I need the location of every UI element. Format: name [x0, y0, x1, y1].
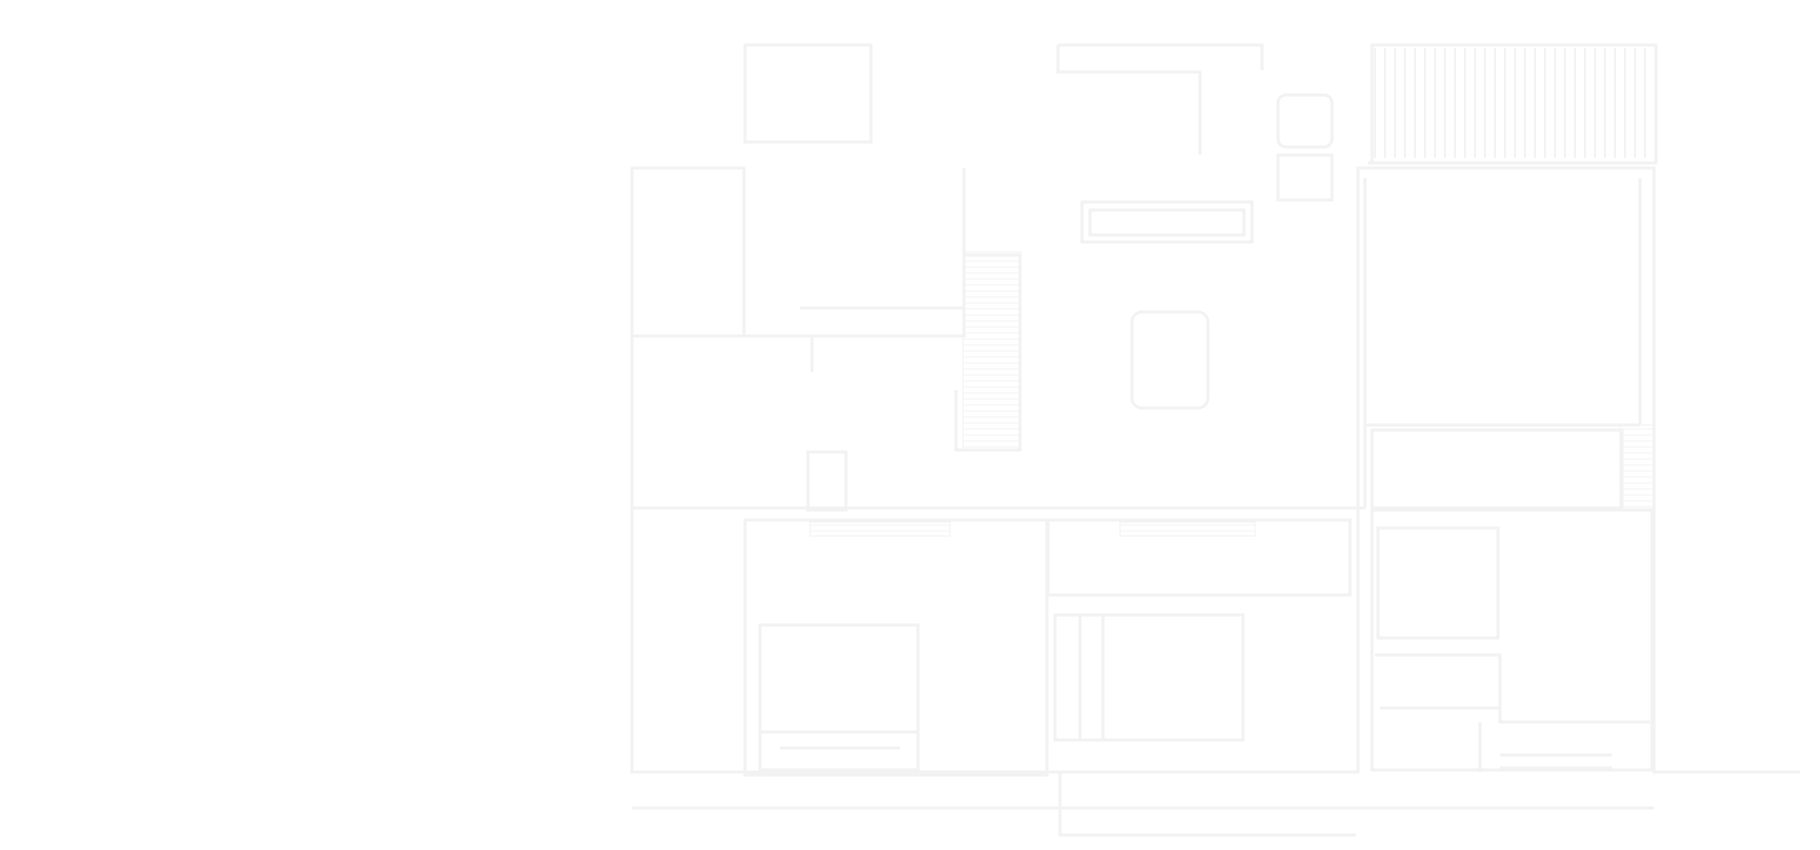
- sink: [1276, 93, 1334, 149]
- hatched-wall-right: [1619, 424, 1655, 508]
- outer-wall: [630, 166, 1800, 837]
- lower-right-room: [1370, 508, 1654, 772]
- door-box: [806, 450, 848, 512]
- right-stair: [1370, 428, 1624, 510]
- bath-fixtures: [1375, 653, 1650, 772]
- window-strip: [1374, 48, 1652, 158]
- lower-center-room: [1046, 518, 1352, 597]
- lower-left-room: [743, 518, 1049, 777]
- lower-left-furniture: [758, 623, 920, 772]
- window-strip-lower-center: [1119, 521, 1256, 537]
- bed-detail: [1078, 615, 1105, 740]
- upper-left-partition: [742, 168, 1022, 452]
- hatched-wall-left: [962, 251, 1022, 451]
- bath: [1376, 526, 1500, 640]
- window-strip-lower-left: [809, 521, 951, 537]
- kitchen-counter: [1276, 153, 1334, 202]
- center-counter-inner: [1088, 208, 1246, 237]
- lower-left-shelf: [760, 730, 918, 750]
- left-closet: [630, 166, 746, 338]
- upper-left-room: [743, 43, 873, 144]
- upper-right-partition: [1363, 161, 1656, 508]
- round-table: [1130, 310, 1210, 410]
- center-counter: [1080, 200, 1254, 244]
- bed: [1053, 613, 1245, 742]
- upper-center-room: [1056, 43, 1264, 155]
